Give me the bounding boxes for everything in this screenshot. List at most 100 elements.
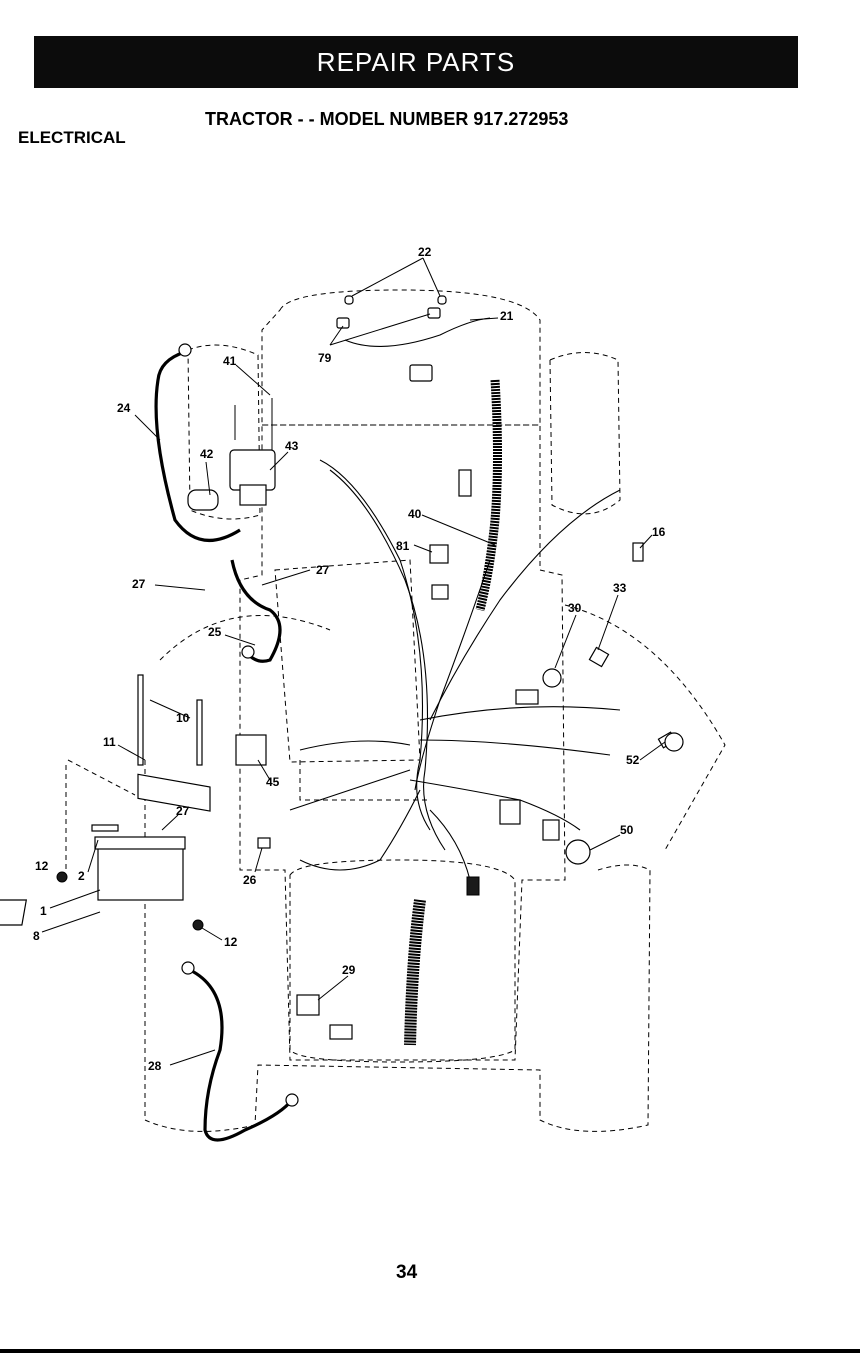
leader-1: [50, 890, 100, 908]
callout-2: 2: [78, 869, 85, 883]
switch-50: [543, 820, 559, 840]
front-wheel-right-outline: [550, 353, 620, 514]
callout-12b: 12: [224, 935, 238, 949]
callout-43: 43: [285, 439, 299, 453]
leader-81: [414, 545, 432, 552]
plug-29: [330, 1025, 352, 1039]
main-harness-j: [430, 810, 470, 880]
callout-79: 79: [318, 351, 332, 365]
callout-1: 1: [40, 904, 47, 918]
knob-50: [566, 840, 590, 864]
callout-41: 41: [223, 354, 237, 368]
coiled-wire-29: [410, 900, 420, 1045]
callout-25: 25: [208, 625, 222, 639]
callout-21: 21: [500, 309, 514, 323]
nut-12-right: [193, 920, 203, 930]
headlight-socket-right: [428, 308, 440, 318]
connector-plug: [500, 800, 520, 824]
leader-33: [598, 595, 618, 650]
hold-down-rod-right: [197, 700, 202, 765]
callout-29: 29: [342, 963, 356, 977]
main-harness-d: [430, 490, 620, 720]
ignition-switch-30: [543, 669, 561, 687]
callout-40: 40: [408, 507, 422, 521]
connector-top: [410, 365, 432, 381]
leader-12: [202, 928, 222, 940]
callout-27b: 27: [316, 563, 330, 577]
connector-right: [516, 690, 538, 704]
battery-tray-8: [0, 900, 26, 925]
battery-cable-24: [156, 352, 240, 540]
leader-79a: [330, 326, 343, 345]
callout-27a: 27: [132, 577, 146, 591]
main-harness-b: [330, 470, 445, 850]
dash-panel-outline: [275, 560, 420, 762]
callout-33: 33: [613, 581, 627, 595]
leader-50: [590, 835, 620, 850]
ground-cable-28: [190, 970, 292, 1140]
callout-22: 22: [418, 245, 432, 259]
solenoid-boot: [188, 490, 218, 510]
hold-down-rod-left: [138, 675, 143, 765]
headlight-harness: [345, 318, 490, 346]
cable-terminal: [286, 1094, 298, 1106]
main-harness-k: [290, 770, 410, 810]
frame-outline: [240, 425, 565, 1060]
leader-16: [640, 535, 652, 548]
leader-52: [640, 742, 665, 760]
switch-33: [589, 647, 608, 666]
bolt-2: [92, 825, 118, 831]
callout-81: 81: [396, 539, 410, 553]
hold-down-bracket-11: [138, 774, 210, 811]
callout-27c: 27: [176, 804, 190, 818]
callout-50: 50: [620, 823, 634, 837]
callout-24: 24: [117, 401, 131, 415]
battery-top: [95, 837, 185, 849]
solenoid-mount: [240, 485, 266, 505]
battery-cable-25: [232, 560, 280, 661]
callout-12a: 12: [35, 859, 49, 873]
connector-black: [467, 877, 479, 895]
callout-8: 8: [33, 929, 40, 943]
callout-45: 45: [266, 775, 280, 789]
solenoid-42: [230, 450, 275, 490]
main-harness-i: [300, 790, 420, 870]
leader-40: [422, 515, 495, 545]
leader-29: [318, 976, 348, 1000]
callout-28: 28: [148, 1059, 162, 1073]
bulb-right: [438, 296, 446, 304]
callout-42: 42: [200, 447, 214, 461]
leader-27a: [155, 585, 205, 590]
callout-26: 26: [243, 873, 257, 887]
coiled-wire-40: [480, 380, 498, 610]
leader-8: [42, 912, 100, 932]
leader-30: [555, 615, 576, 668]
callout-30: 30: [568, 601, 582, 615]
switch-left-mid: [459, 470, 471, 496]
page-number: 34: [396, 1262, 417, 1284]
callout-10: 10: [176, 711, 190, 725]
leader-28: [170, 1050, 215, 1065]
bulb-left: [345, 296, 353, 304]
callout-11: 11: [103, 735, 116, 749]
leader-2: [88, 840, 98, 872]
relay-81: [430, 545, 448, 563]
connector-mid: [432, 585, 448, 599]
cable-terminal: [182, 962, 194, 974]
callout-16: 16: [652, 525, 666, 539]
fuse-holder-26: [258, 838, 270, 848]
main-harness-h: [300, 741, 410, 750]
cable-terminal: [179, 344, 191, 356]
module-45: [236, 735, 266, 765]
battery-1: [98, 845, 183, 900]
leader-26: [255, 848, 262, 872]
bulb-52: [665, 733, 683, 751]
rear-fender-outline: [145, 605, 725, 1131]
leader-41: [236, 365, 270, 395]
main-harness-g: [420, 707, 620, 720]
callout-52: 52: [626, 753, 640, 767]
leader-27b: [262, 570, 310, 585]
switch-29: [297, 995, 319, 1015]
seat-outline: [290, 860, 515, 1062]
